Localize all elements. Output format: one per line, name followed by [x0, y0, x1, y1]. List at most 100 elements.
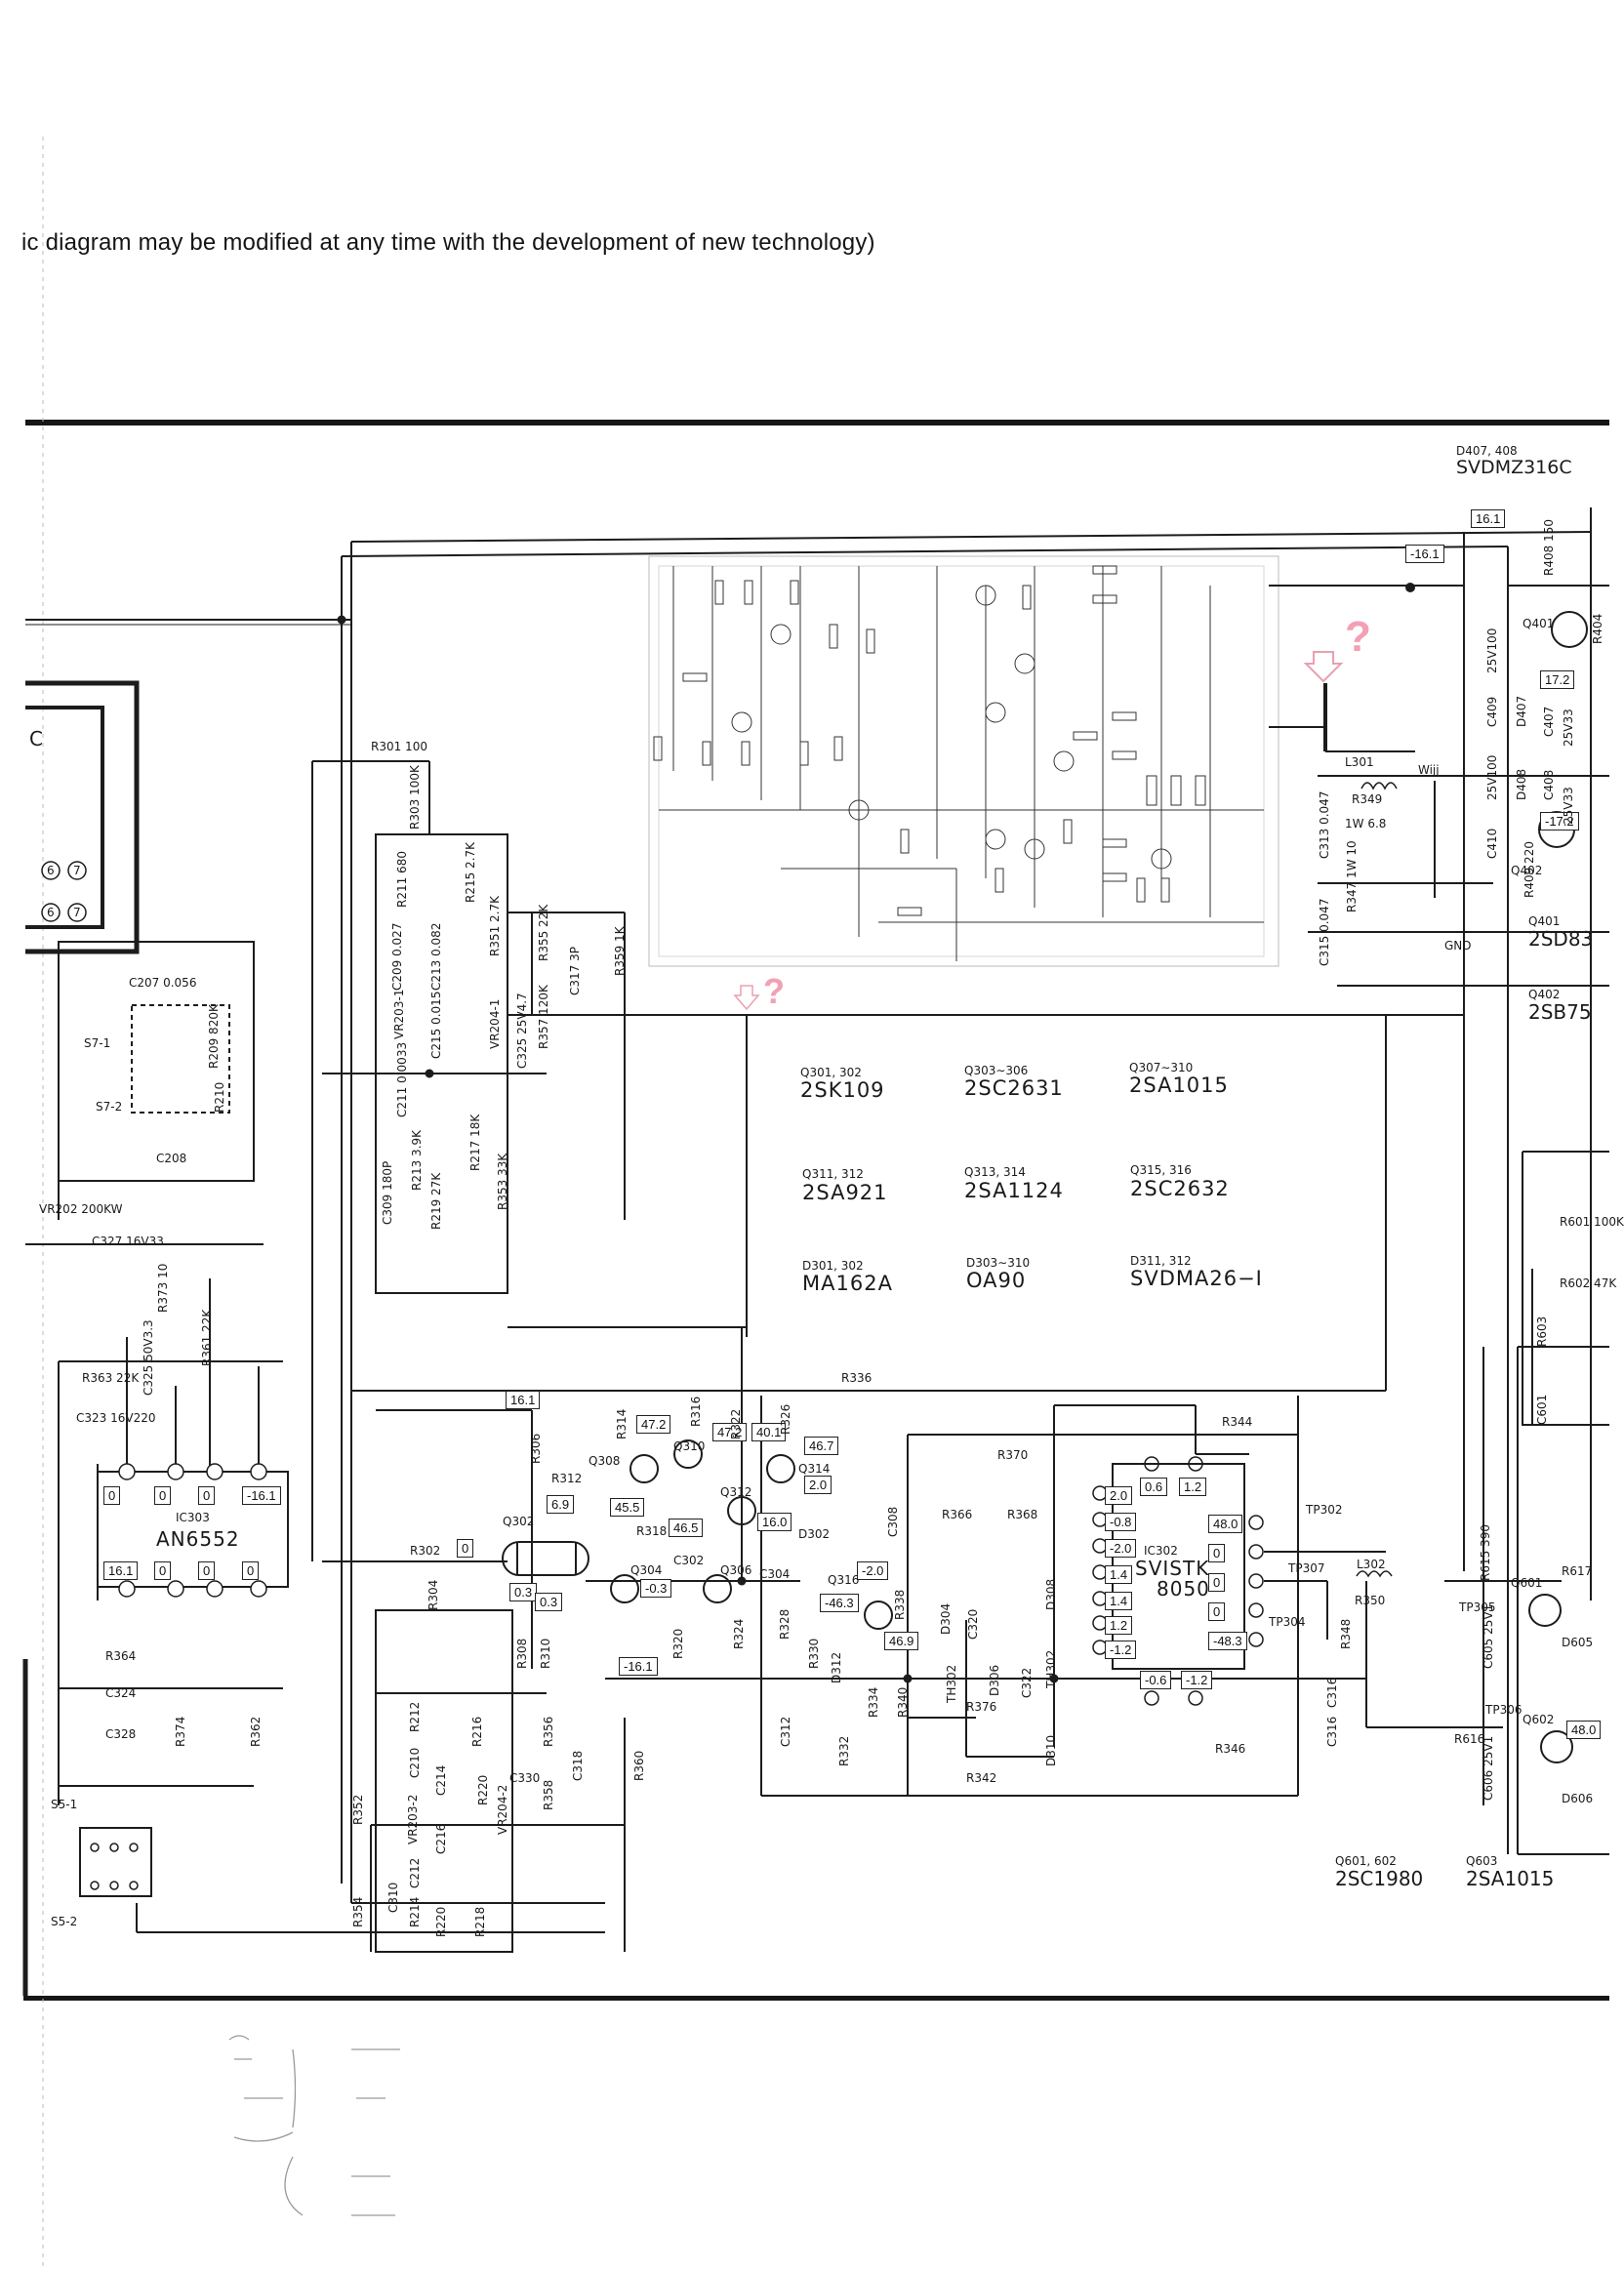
label-r350: R350 — [1355, 1594, 1386, 1607]
ic302-pin-voltage: -0.8 — [1105, 1513, 1137, 1531]
label-r348: R348 — [1339, 1618, 1353, 1649]
label-c313: C313 0.047 — [1318, 790, 1331, 859]
label-c408: C408 — [1542, 769, 1556, 800]
label-c210: C210 — [408, 1747, 422, 1778]
label-r219: R219 27K — [429, 1172, 443, 1230]
ic302-pin-voltage: -0.6 — [1140, 1671, 1172, 1689]
label-r216: R216 — [470, 1716, 484, 1747]
label-d310: D310 — [1044, 1734, 1058, 1766]
label-r215: R215 2.7K — [464, 841, 477, 903]
label-wijj: Wijj — [1418, 763, 1440, 777]
voltage-box: 45.5 — [610, 1498, 645, 1517]
label-d606: D606 — [1562, 1792, 1594, 1805]
part-refs-q401: Q401 — [1528, 914, 1561, 928]
label-r310: R310 — [539, 1638, 552, 1669]
voltage-box: -46.3 — [820, 1594, 859, 1612]
label-vr202: VR202 200KW — [39, 1202, 123, 1216]
question-mark-top: ? — [1345, 613, 1371, 661]
voltage-box: 46.7 — [804, 1437, 839, 1455]
label-c212: C212 — [408, 1857, 422, 1888]
ic302-pin-voltage: -1.2 — [1181, 1671, 1213, 1689]
ic303-pin-voltage: 0 — [154, 1486, 172, 1505]
label-r332: R332 — [837, 1735, 851, 1766]
label-d605: D605 — [1562, 1636, 1594, 1649]
part-d303: OA90 — [966, 1269, 1027, 1292]
part-q307: 2SA1015 — [1129, 1074, 1229, 1097]
label-r213: R213 3.9K — [410, 1129, 424, 1191]
label-r303: R303 100K — [408, 765, 422, 830]
label-q304: Q304 — [630, 1563, 663, 1577]
part-q603: 2SA1015 — [1466, 1867, 1555, 1890]
label-c320: C320 — [966, 1608, 980, 1640]
ic302-name: SVISTK — [1135, 1557, 1210, 1580]
label-r338: R338 — [893, 1589, 907, 1620]
label-c312: C312 — [779, 1716, 792, 1747]
voltage-box: 46.5 — [669, 1519, 704, 1537]
part-refs-q301: Q301, 302 — [800, 1066, 862, 1079]
label-c601: C601 — [1535, 1394, 1549, 1425]
pink-arrow-top — [1303, 651, 1344, 683]
label-c207: C207 0.056 — [129, 976, 197, 990]
label-c322: C322 — [1020, 1667, 1034, 1698]
label-r217: R217 18K — [468, 1114, 482, 1171]
label-c209: C209 0.027 — [390, 922, 404, 991]
label-r344: R344 — [1222, 1415, 1253, 1429]
label-r340: R340 — [896, 1686, 910, 1718]
label-r336: R336 — [841, 1371, 873, 1385]
voltage-box: -17.2 — [1540, 812, 1579, 831]
label-r209: R209 820K — [207, 1004, 221, 1069]
label-q402: Q402 — [1511, 864, 1543, 877]
part-refs-d311: D311, 312 — [1130, 1254, 1192, 1268]
label-c324: C324 — [105, 1686, 137, 1700]
ic302-pin-voltage: 1.2 — [1179, 1478, 1207, 1496]
label-s5-2: S5-2 — [51, 1915, 78, 1928]
label-r302: R302 — [410, 1544, 441, 1558]
label-c327: C327 16V33 — [92, 1235, 164, 1248]
ic302-pin-voltage: 0 — [1208, 1602, 1226, 1621]
label-q310: Q310 — [673, 1439, 706, 1453]
ic302-pin-voltage: -48.3 — [1208, 1632, 1247, 1650]
label-q302: Q302 — [503, 1515, 535, 1528]
label-c325: C325 50V3.3 — [142, 1319, 155, 1396]
label-c: C — [29, 727, 43, 750]
ic302-pin-voltage: 0.6 — [1140, 1478, 1168, 1496]
label-c316a: C316 — [1325, 1677, 1339, 1708]
part-refs-q313: Q313, 314 — [964, 1165, 1026, 1179]
ic302-ref: IC302 — [1144, 1544, 1178, 1558]
part-q303: 2SC2631 — [964, 1076, 1064, 1100]
ic303-pin-voltage: 0 — [103, 1486, 121, 1505]
ic302-pin-voltage: 1.2 — [1105, 1616, 1133, 1635]
ic302-pin-voltage: 0 — [1208, 1544, 1226, 1562]
label-r308: R308 — [515, 1638, 529, 1669]
label-vr204-2: VR204-2 — [496, 1784, 509, 1835]
label-r212: R212 — [408, 1701, 422, 1732]
label-r361: R361 22K — [200, 1309, 214, 1366]
ic303-pin-voltage: 0 — [198, 1486, 216, 1505]
label-r318: R318 — [636, 1524, 668, 1538]
label-c410: C410 — [1485, 828, 1499, 859]
label-r330: R330 — [807, 1638, 821, 1669]
label-tp307: TP307 — [1288, 1561, 1325, 1575]
label-r320: R320 — [671, 1628, 685, 1659]
pin-label: 7 — [73, 864, 81, 877]
ic303-pin-voltage: 0 — [198, 1561, 216, 1580]
label-25v33a: 25V33 — [1562, 709, 1575, 747]
part-refs-q603: Q603 — [1466, 1854, 1498, 1868]
label-r306: R306 — [529, 1433, 543, 1464]
voltage-box: 47.2 — [712, 1423, 748, 1441]
ic303-pin-voltage: 16.1 — [103, 1561, 139, 1580]
label-r616: R616 — [1454, 1732, 1485, 1746]
label-r617: R617 — [1562, 1564, 1593, 1578]
label-q312: Q312 — [720, 1485, 752, 1499]
part-refs-q402: Q402 — [1528, 988, 1561, 1001]
part-q313: 2SA1124 — [964, 1179, 1064, 1202]
label-d408: D408 — [1515, 768, 1528, 800]
label-c407: C407 — [1542, 706, 1556, 737]
label-r314: R314 — [615, 1408, 629, 1439]
label-c315: C315 0.047 — [1318, 898, 1331, 966]
ic302-number: 8050 — [1157, 1577, 1210, 1600]
label-r370: R370 — [997, 1448, 1029, 1462]
label-r368: R368 — [1007, 1508, 1038, 1521]
part-d407: SVDMZ316C — [1456, 457, 1572, 478]
